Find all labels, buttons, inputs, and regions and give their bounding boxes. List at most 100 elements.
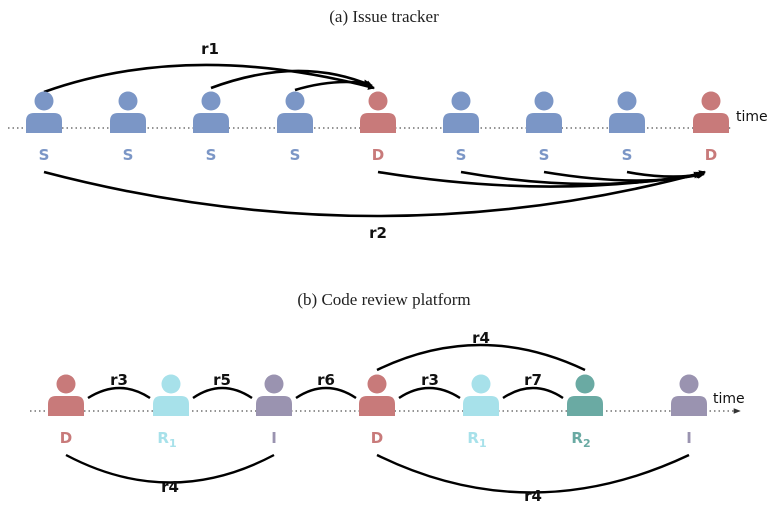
code-review-relations: r3 r5 r6 r3 r7 r4 r4 r4 — [65, 329, 690, 505]
person-label: S — [39, 146, 50, 164]
person-body — [48, 396, 84, 416]
person-icon-s — [609, 91, 645, 133]
person-icon-r1 — [463, 374, 499, 416]
person-head — [451, 91, 471, 111]
person-label-main: D — [60, 429, 72, 447]
person-head — [617, 91, 637, 111]
person-icon-d — [360, 91, 396, 133]
person-icon-d — [359, 374, 395, 416]
issue-tracker-panel: (a) Issue tracker time r1 r2 S S S S D S S S D — [8, 7, 768, 242]
person-label: S — [290, 146, 301, 164]
person-label-subscript: 2 — [583, 437, 591, 450]
person-head — [34, 91, 54, 111]
person-label: S — [539, 146, 550, 164]
person-body — [256, 396, 292, 416]
person-icon-i — [671, 374, 707, 416]
relation-label: r4 — [524, 487, 542, 505]
relation-arc — [192, 386, 253, 399]
code-review-caption: (b) Code review platform — [297, 290, 470, 309]
relation-label: r4 — [472, 329, 490, 347]
person-head — [368, 91, 388, 111]
person-icon-d — [48, 374, 84, 416]
person-label: I — [686, 429, 692, 447]
person-body — [693, 113, 729, 133]
person-head — [56, 374, 76, 394]
person-label: R1 — [157, 429, 176, 450]
person-label: S — [622, 146, 633, 164]
person-label-main: I — [686, 429, 692, 447]
person-icon-s — [26, 91, 62, 133]
person-icon-i — [256, 374, 292, 416]
person-head — [161, 374, 181, 394]
relation-arc — [43, 170, 707, 218]
person-label-main: R — [157, 429, 169, 447]
person-body — [153, 396, 189, 416]
person-body — [193, 113, 229, 133]
person-label-main: D — [371, 429, 383, 447]
relation-arc — [502, 386, 564, 399]
relation-label: r3 — [110, 371, 128, 389]
person-icon-s — [277, 91, 313, 133]
person-label: S — [123, 146, 134, 164]
person-body — [277, 113, 313, 133]
person-label-main: R — [467, 429, 479, 447]
relation-arc — [376, 343, 586, 372]
person-icon-s — [526, 91, 562, 133]
relation-arc — [210, 69, 373, 90]
relation-arc — [626, 170, 706, 179]
relation-label: r3 — [421, 371, 439, 389]
person-label: D — [371, 429, 383, 447]
person-head — [575, 374, 595, 394]
person-label-main: I — [271, 429, 277, 447]
person-icon-s — [443, 91, 479, 133]
relation-label: r6 — [317, 371, 335, 389]
person-label-subscript: 1 — [479, 437, 487, 450]
person-icon-d — [693, 91, 729, 133]
person-body — [609, 113, 645, 133]
relation-label: r5 — [213, 371, 231, 389]
person-label: S — [456, 146, 467, 164]
person-label-subscript: 1 — [169, 437, 177, 450]
person-body — [360, 113, 396, 133]
person-body — [359, 396, 395, 416]
person-head — [471, 374, 491, 394]
relation-arc — [376, 453, 690, 494]
person-body — [26, 113, 62, 133]
person-head — [264, 374, 284, 394]
person-label: I — [271, 429, 277, 447]
relation-arc — [87, 386, 151, 400]
code-review-panel: (b) Code review platform time r3 r5 r6 r3 r7… — [30, 290, 745, 505]
person-head — [201, 91, 221, 111]
person-label: D — [60, 429, 72, 447]
person-icon-s — [193, 91, 229, 133]
person-body — [110, 113, 146, 133]
relation-arc — [294, 79, 372, 92]
person-icon-r2 — [567, 374, 603, 416]
relation-arc — [295, 386, 357, 399]
relation-label: r7 — [524, 371, 542, 389]
person-head — [118, 91, 138, 111]
person-head — [534, 91, 554, 111]
person-label: R1 — [467, 429, 486, 450]
time-axis-label-b: time — [713, 391, 745, 407]
relation-label: r4 — [161, 478, 179, 496]
issue-tracker-caption: (a) Issue tracker — [329, 7, 439, 26]
person-label-main: R — [571, 429, 583, 447]
time-axis-label-a: time — [736, 109, 768, 125]
relation-label: r2 — [369, 224, 387, 242]
person-icon-s — [110, 91, 146, 133]
person-label: R2 — [571, 429, 590, 450]
person-icon-r1 — [153, 374, 189, 416]
issue-tracker-relations: r1 r2 — [43, 40, 707, 242]
person-body — [567, 396, 603, 416]
person-head — [367, 374, 387, 394]
person-head — [679, 374, 699, 394]
relation-arc — [398, 386, 461, 400]
relation-label: r1 — [201, 40, 219, 58]
person-label: D — [372, 146, 384, 164]
person-label: S — [206, 146, 217, 164]
person-label: D — [705, 146, 717, 164]
